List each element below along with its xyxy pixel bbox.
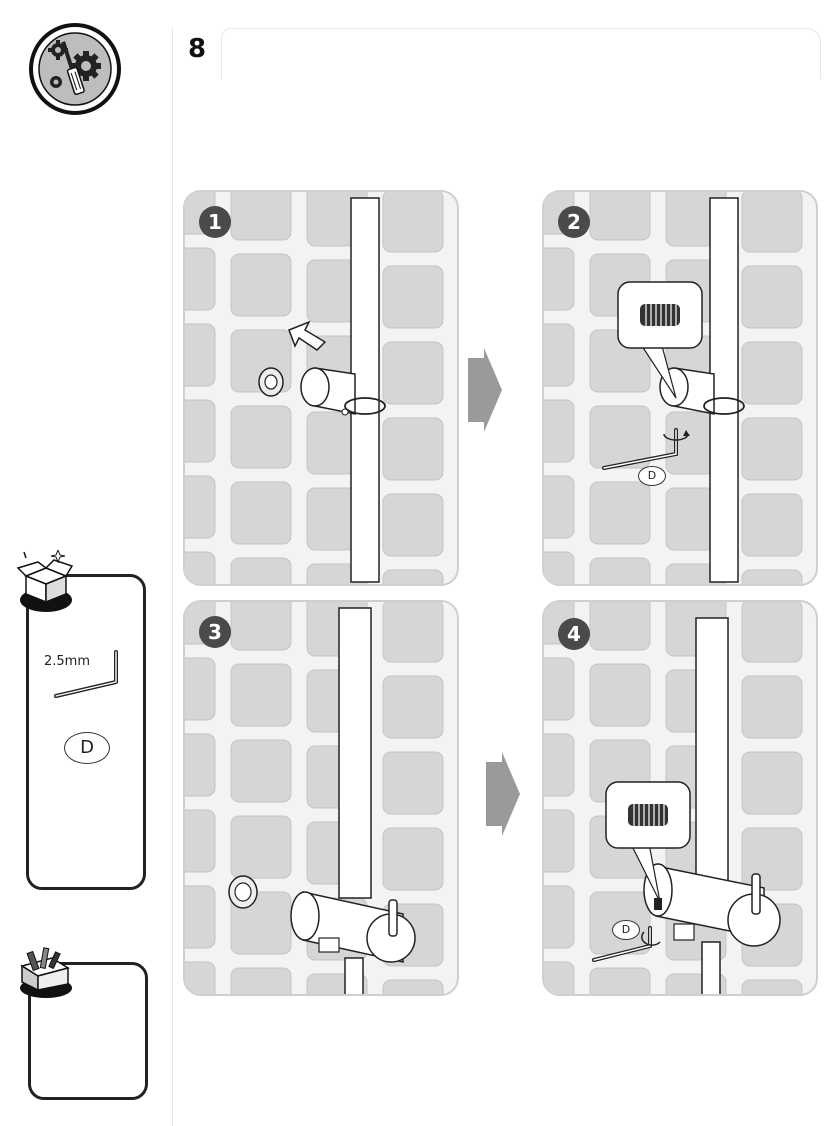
tools-gears-icon [28, 22, 122, 116]
page-frame [172, 28, 821, 1126]
page-header-tab [221, 28, 821, 79]
next-step-arrow-icon [486, 752, 520, 836]
hex-key-icon [52, 648, 124, 702]
page-number: 8 [188, 34, 207, 64]
step-number-4: 4 [558, 618, 590, 650]
part-d-label: D [64, 732, 110, 764]
step-number-1: 1 [199, 206, 231, 238]
open-box-icon [14, 548, 74, 616]
step-panel-1: 1 [183, 190, 459, 586]
step-panel-2: 2 D [542, 190, 818, 586]
toolbox-icon [12, 946, 76, 1002]
step-number-2: 2 [558, 206, 590, 238]
threaded-screw-icon [640, 304, 680, 326]
part-d-label: D [638, 466, 666, 486]
part-d-label: D [612, 920, 640, 940]
next-step-arrow-icon [468, 348, 502, 432]
hex-key-size-label: 2.5mm [44, 654, 91, 669]
step-number-3: 3 [199, 616, 231, 648]
hex-key-icon [602, 428, 690, 470]
step-panel-4: 4 D [542, 600, 818, 996]
step-panel-3: 3 [183, 600, 459, 996]
